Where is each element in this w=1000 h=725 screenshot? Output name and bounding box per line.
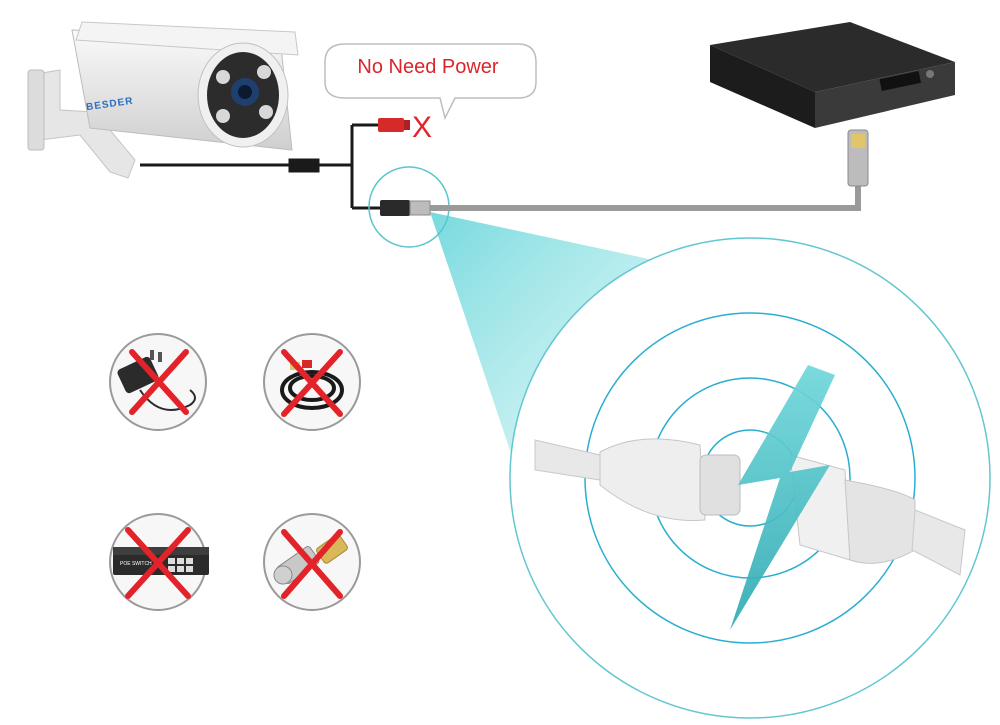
zoom-detail — [509, 237, 991, 719]
no-power-x-mark: X — [412, 111, 432, 144]
nvr-rj45-connector — [847, 129, 869, 187]
power-bolt-icon — [730, 365, 835, 630]
excluded-power-adapter — [109, 333, 207, 431]
cross-icon — [125, 527, 191, 599]
bullet-camera — [71, 21, 299, 151]
callout-bubble — [324, 43, 537, 121]
excluded-coaxial-cable — [263, 333, 361, 431]
camera-rj45-connector — [380, 200, 431, 216]
network-cable — [430, 185, 861, 211]
dc-power-plug — [378, 118, 410, 132]
poe-switch-label: POE SWITCH — [120, 561, 152, 567]
cross-icon — [129, 349, 189, 415]
excluded-bnc-connector — [263, 513, 361, 611]
camera-mount — [27, 69, 136, 179]
cross-icon — [281, 529, 343, 599]
nvr-recorder — [710, 22, 955, 128]
camera-cable — [140, 123, 382, 210]
cross-icon — [281, 349, 343, 417]
excluded-poe-switch — [109, 513, 209, 611]
no-need-power-label: No Need Power — [357, 56, 499, 78]
